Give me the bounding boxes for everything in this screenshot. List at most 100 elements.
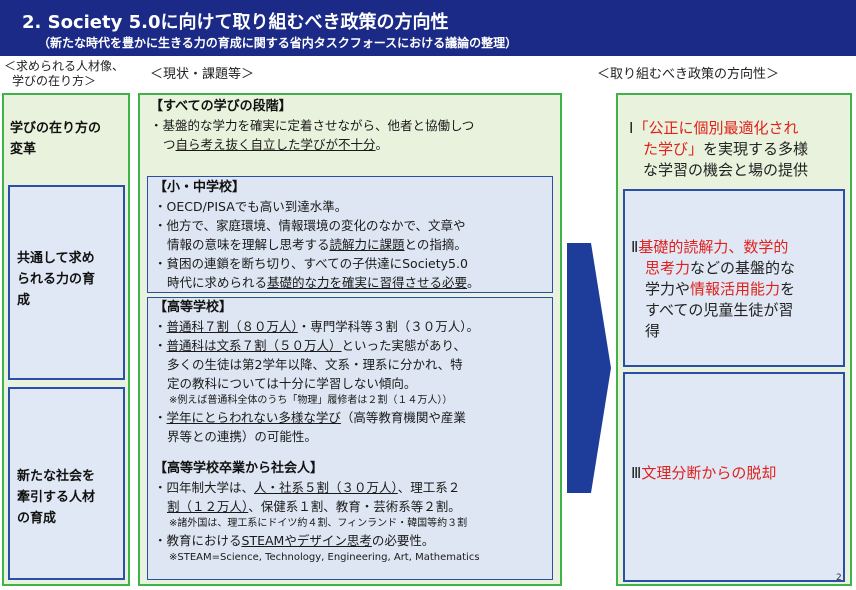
text-span: の必要性。	[371, 533, 435, 548]
text-span: を実現する多様	[703, 140, 809, 158]
text-span: との指摘。	[404, 237, 467, 252]
left-item1-line2: 変革	[10, 142, 37, 157]
text-line: ・基盤的な学力を確実に定着させながら、他者と協働しつ	[150, 118, 475, 133]
section-society: 【高等学校卒業から社会人】 ・四年制大学は、人・社系５割（３０万人）、理工系２ …	[154, 460, 480, 565]
left-heading-line-1: ＜求められる人材像、	[4, 59, 125, 73]
policy-box-3	[623, 372, 845, 582]
emphasis-text: た学び」	[643, 140, 704, 158]
underlined-text: 普通科は文系７割（５０万人）	[166, 338, 342, 353]
text-line: Ⅰ「公正に個別最適化され	[629, 118, 808, 139]
text-line: つ自ら考え抜く自立した学びが不十分。	[150, 135, 474, 154]
right-column-heading: ＜取り組むべき政策の方向性＞	[597, 67, 780, 82]
numeral: Ⅲ	[631, 464, 642, 482]
text-line: ・四年制大学は、人・社系５割（３０万人）、理工系２	[154, 478, 480, 497]
text-span: 。	[467, 275, 480, 290]
left-item1-line1: 学びの在り方の	[10, 121, 102, 136]
left-item3-line2: 牽引する人材	[17, 490, 96, 505]
page-number: 2	[836, 573, 842, 583]
left-item3-line1: 新たな社会を	[17, 469, 96, 484]
underlined-text: 学年にとらわれない多様な学び	[166, 410, 341, 425]
text-line: ・貧困の連鎖を断ち切り、すべての子供達にSociety5.0	[154, 256, 468, 271]
note-line: ※STEAM=Science, Technology, Engineering,…	[169, 552, 480, 563]
text-span: 情報の意味を理解し思考する	[167, 237, 330, 252]
text-line: ・他方で、家庭環境、情報環境の変化のなかで、文章や	[154, 218, 466, 233]
text-line: 多くの生徒は第2学年以降、文系・理系に分かれ、特	[167, 357, 463, 372]
text-line: ・普通科は文系７割（５０万人）といった実態があり、	[154, 336, 479, 355]
text-span: 、理工系２	[397, 480, 461, 495]
text-span: （高等教育機関や産業	[340, 410, 466, 425]
text-line: ・普通科７割（８０万人）・専門学科等３割（３０万人）。	[154, 317, 479, 336]
text-span: などの基盤的な	[690, 259, 796, 277]
emphasis-text: 基礎的読解力、数学的	[638, 238, 789, 256]
numeral: Ⅱ	[631, 238, 639, 256]
left-item2-line1: 共通して求め	[17, 251, 95, 266]
policy-box-2	[623, 189, 845, 367]
text-line: ・学年にとらわれない多様な学び（高等教育機関や産業	[154, 408, 479, 427]
text-span: 時代に求められる	[167, 275, 268, 290]
right-arrow-icon	[567, 243, 611, 493]
middle-column-heading: ＜現状・課題等＞	[150, 67, 255, 82]
box-high-school-and-society	[147, 297, 553, 580]
text-line: 情報の意味を理解し思考する読解力に課題との指摘。	[154, 235, 480, 254]
page-subtitle: （新たな時代を豊かに生きる力の育成に関する省内タスクフォースにおける議論の整理）	[38, 36, 518, 50]
text-line: 界等との連携）の可能性。	[167, 429, 317, 444]
underlined-text: 人・社系５割（３０万人）	[254, 480, 398, 495]
text-line: 思考力などの基盤的な	[631, 258, 795, 279]
left-item2-line3: 成	[17, 293, 31, 308]
text-span: つ	[163, 137, 176, 152]
text-span: といった実態があり、	[341, 338, 467, 353]
underlined-text: 読解力に課題	[329, 237, 405, 252]
section-high-school: 【高等学校】 ・普通科７割（８０万人）・専門学科等３割（３０万人）。 ・普通科は…	[154, 299, 479, 446]
section-elementary: 【小・中学校】 ・OECD/PISAでも高い到達水準。 ・他方で、家庭環境、情報…	[154, 179, 480, 292]
text-line: な学習の機会と場の提供	[643, 161, 809, 179]
emphasis-text: 情報活用能力	[690, 280, 781, 298]
underlined-text: 基礎的な力を確実に習得させる必要	[267, 275, 468, 290]
note-line: ※諸外国は、理工系にドイツ約４割、フィンランド・韓国等約３割	[169, 518, 468, 529]
underlined-text: 割（１２万人）	[167, 499, 249, 514]
text-span: ・教育における	[154, 533, 242, 548]
text-line: 得	[645, 322, 661, 340]
left-item-leaders: 新たな社会を 牽引する人材 の育成	[17, 466, 95, 529]
text-span: ・	[154, 410, 167, 425]
section-elementary-title: 【小・中学校】	[154, 180, 246, 195]
underlined-text: STEAMやデザイン思考	[241, 533, 372, 548]
text-line: 定の教科については十分に学習しない傾向。	[167, 376, 417, 391]
text-line: 時代に求められる基礎的な力を確実に習得させる必要。	[154, 273, 480, 292]
underlined-text: 普通科７割（８０万人）	[166, 319, 298, 334]
left-box-common-skills	[8, 185, 125, 380]
text-span: 。	[375, 137, 389, 152]
text-line: ・教育におけるSTEAMやデザイン思考の必要性。	[154, 531, 480, 550]
text-line: Ⅱ基礎的読解力、数学的	[631, 237, 795, 258]
box-elementary	[147, 176, 553, 293]
emphasis-text: 文理分断からの脱却	[641, 464, 777, 482]
page-title: 2. Society 5.0に向けて取り組むべき政策の方向性	[22, 12, 449, 33]
text-line: 学力や情報活用能力を	[631, 279, 795, 300]
header-bar: 2. Society 5.0に向けて取り組むべき政策の方向性 （新たな時代を豊か…	[0, 0, 856, 56]
note-line: ※例えば普通科全体のうち「物理」履修者は２割（１４万人））	[169, 395, 453, 406]
section-high-title: 【高等学校】	[154, 300, 233, 315]
text-span: ・	[154, 338, 167, 353]
left-item-common-skills: 共通して求め られる力の育 成	[17, 248, 95, 311]
section-all-title: 【すべての学びの段階】	[150, 99, 292, 114]
text-span: ・四年制大学は、	[154, 480, 255, 495]
text-span: 学力や	[645, 280, 691, 298]
text-line: すべての児童生徒が習	[645, 301, 794, 319]
emphasis-text: 「公正に個別最適化され	[633, 119, 799, 137]
numeral: Ⅰ	[629, 119, 634, 137]
section-society-title: 【高等学校卒業から社会人】	[154, 461, 324, 476]
left-box-leaders	[8, 387, 125, 580]
policy-direction-3: Ⅲ文理分断からの脱却	[631, 463, 776, 484]
policy-direction-2: Ⅱ基礎的読解力、数学的 思考力などの基盤的な 学力や情報活用能力を すべての児童…	[631, 237, 795, 342]
text-span: を	[780, 280, 796, 298]
policy-direction-1: Ⅰ「公正に個別最適化され た学び」を実現する多様 な学習の機会と場の提供	[629, 118, 808, 181]
text-span: 、保健系１割、教育・芸術系等２割。	[248, 499, 461, 514]
text-line: た学び」を実現する多様	[629, 139, 808, 160]
left-column-heading: ＜求められる人材像、 学びの在り方＞	[4, 59, 124, 89]
left-item2-line2: られる力の育	[17, 272, 96, 287]
emphasis-text: 思考力	[645, 259, 691, 277]
text-line: ・OECD/PISAでも高い到達水準。	[154, 199, 348, 214]
section-all-stages: 【すべての学びの段階】 ・基盤的な学力を確実に定着させながら、他者と協働しつ つ…	[150, 98, 474, 154]
left-item3-line3: の育成	[17, 511, 57, 526]
text-span: ・	[154, 319, 167, 334]
text-line: 割（１２万人）、保健系１割、教育・芸術系等２割。	[154, 497, 480, 516]
